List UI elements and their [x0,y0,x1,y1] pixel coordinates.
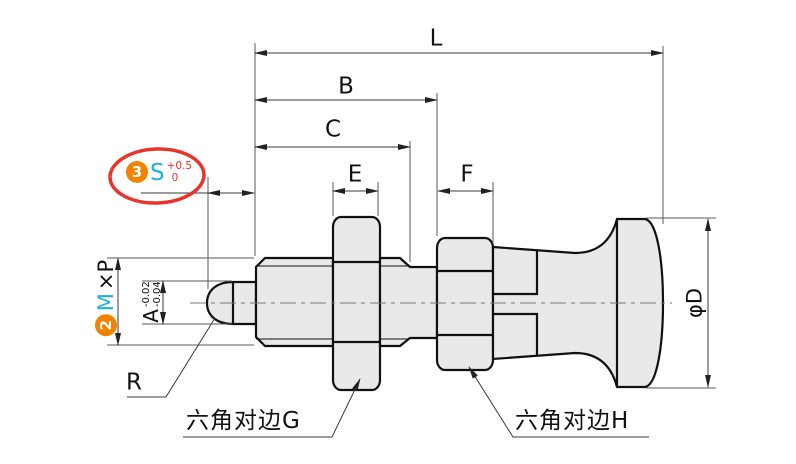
dimension-lines [115,50,711,388]
leader-hex-h [468,366,649,438]
dim-label-A-group: A -0.02 -0.04 [139,281,163,323]
leader-lines [127,317,649,438]
callout-hex-flats-h: 六角对边H [515,408,630,434]
knob-slot-lower [493,312,539,356]
callout-hex-flats-g: 六角对边G [186,408,301,434]
leader-hex-g [183,378,361,438]
thread-lines [256,265,408,340]
highlight-ellipse [108,147,206,205]
dim-label-phiD: φD [682,287,707,319]
a-tolerance: -0.02 -0.04 [141,281,163,309]
knob-body [491,217,665,389]
dim-label-B: B [338,73,354,100]
dim-label-S: S [150,160,165,186]
thread-stub-neck [378,256,439,348]
knob-slot-upper [493,251,539,296]
thread-label-M: M [94,293,118,312]
s-tolerance: +0.5 0 [165,160,193,184]
dim-label-L: L [429,25,443,52]
dim-label-R: R [126,369,142,396]
dim-label-C: C [324,116,342,143]
a-tolerance-upper: -0.02 [141,281,152,308]
dim-label-S-group: 3 S +0.5 0 [126,160,193,186]
dim-label-E: E [347,161,363,188]
extension-lines [107,43,716,389]
badge-2: 2 [95,314,117,337]
thread-label-xP: ×P [94,259,118,291]
a-tolerance-lower: -0.04 [152,281,163,308]
leader-R [127,317,216,398]
s-tolerance-upper: +0.5 [166,160,193,172]
dim-label-A: A [139,309,163,323]
plunger-part [205,215,665,392]
hex-nut-h [435,236,495,372]
dim-label-MxP-group: 2 M ×P [94,259,118,337]
threaded-body [254,256,335,348]
s-tolerance-lower: 0 [171,171,179,184]
dim-label-F: F [460,161,474,188]
badge-3: 3 [126,161,148,183]
